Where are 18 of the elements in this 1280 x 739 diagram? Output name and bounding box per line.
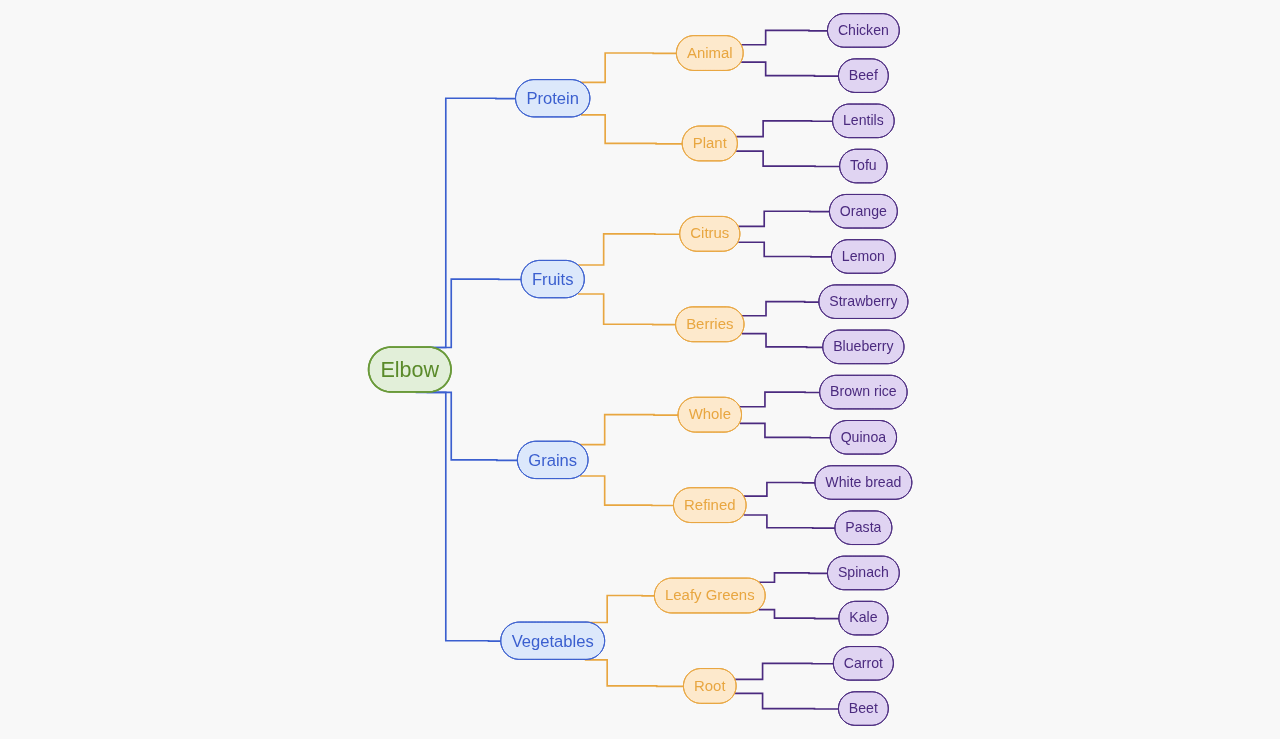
- connector: [578, 475, 675, 507]
- connector: [740, 61, 840, 77]
- connector: [735, 150, 841, 168]
- connector: [737, 210, 831, 228]
- connector: [740, 332, 824, 349]
- connector: [576, 293, 677, 326]
- connector: [734, 692, 840, 710]
- connector: [735, 120, 834, 138]
- connector: [579, 114, 684, 145]
- connector: [742, 481, 816, 497]
- connector: [757, 608, 840, 620]
- connector: [734, 662, 835, 681]
- connector: [742, 514, 836, 529]
- connector: [737, 241, 833, 258]
- connector: [740, 300, 820, 317]
- connector: [738, 391, 821, 408]
- connector: [740, 29, 829, 46]
- connector: [738, 422, 832, 439]
